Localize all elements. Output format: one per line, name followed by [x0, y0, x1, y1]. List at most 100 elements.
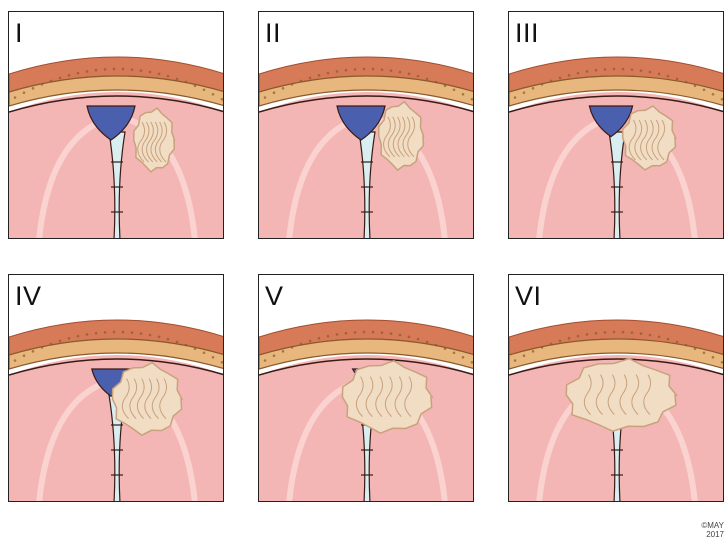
bone-pore [550, 343, 553, 346]
bone-pore [327, 72, 330, 75]
bone-pore [77, 335, 80, 338]
bone-pore [444, 347, 447, 350]
bone-pore [514, 359, 517, 362]
bone-pore [176, 78, 179, 81]
bone-pore [32, 87, 35, 90]
bone-pore [32, 350, 35, 353]
bone-pore [50, 80, 53, 83]
bone-pore [417, 338, 420, 341]
bone-pore [613, 68, 616, 71]
bone-pore [68, 337, 71, 340]
copyright-line-1: ©MAY [684, 521, 724, 530]
panel-stage-4: IV [8, 274, 224, 502]
bone-pore [113, 331, 116, 334]
bone-pore [676, 341, 679, 344]
bone-pore [149, 71, 152, 74]
bone-pore [318, 74, 321, 77]
bone-pore [541, 83, 544, 86]
bone-pore [676, 78, 679, 81]
bone-pore [453, 351, 456, 354]
bone-pore [68, 74, 71, 77]
bone-pore [399, 71, 402, 74]
bone-pore [694, 347, 697, 350]
bone-pore [86, 333, 89, 336]
bone-pore [453, 88, 456, 91]
bone-pore [264, 359, 267, 362]
bone-pore [667, 75, 670, 78]
bone-pore [185, 81, 188, 84]
bone-pore [622, 331, 625, 334]
panel-label: II [265, 20, 281, 47]
bone-pore [640, 332, 643, 335]
bone-pore [354, 68, 357, 71]
bone-pore [649, 334, 652, 337]
bone-pore [113, 68, 116, 71]
bone-pore [23, 91, 26, 94]
bone-pore [95, 69, 98, 72]
bone-pore [104, 68, 107, 71]
bone-pore [622, 68, 625, 71]
bone-pore [390, 69, 393, 72]
bone-pore [658, 336, 661, 339]
bone-pore [41, 346, 44, 349]
bone-pore [523, 91, 526, 94]
bone-pore [345, 69, 348, 72]
meningioma-illustration-1 [9, 12, 224, 239]
panel-stage-5: V [258, 274, 474, 502]
bone-pore [273, 354, 276, 357]
bone-pore [203, 88, 206, 91]
panel-label: IV [15, 283, 42, 310]
bone-pore [158, 73, 161, 76]
bone-pore [381, 68, 384, 71]
bone-pore [550, 80, 553, 83]
bone-pore [703, 351, 706, 354]
bone-pore [613, 331, 616, 334]
bone-pore [532, 87, 535, 90]
bone-pore [122, 331, 125, 334]
bone-pore [41, 83, 44, 86]
bone-pore [300, 343, 303, 346]
bone-pore [640, 69, 643, 72]
bone-pore [363, 331, 366, 334]
bone-pore [131, 331, 134, 334]
bone-pore [291, 346, 294, 349]
bone-pore [649, 71, 652, 74]
bone-pore [685, 81, 688, 84]
bone-pore [462, 356, 465, 359]
bone-pore [140, 332, 143, 335]
panel-stage-3: III [508, 11, 724, 239]
bone-pore [14, 96, 17, 99]
copyright-line-2: 2017 [684, 530, 724, 539]
bone-pore [568, 337, 571, 340]
bone-pore [23, 354, 26, 357]
bone-pore [471, 98, 474, 101]
bone-pore [426, 78, 429, 81]
bone-pore [345, 332, 348, 335]
bone-pore [435, 344, 438, 347]
bone-pore [408, 336, 411, 339]
bone-pore [50, 343, 53, 346]
meningioma-illustration-5 [259, 275, 474, 502]
bone-pore [273, 91, 276, 94]
bone-pore [399, 334, 402, 337]
bone-pore [444, 84, 447, 87]
bone-pore [318, 337, 321, 340]
bone-pore [336, 333, 339, 336]
bone-pore [721, 98, 724, 101]
panel-label: VI [515, 283, 542, 310]
panel-stage-6: VI [508, 274, 724, 502]
bone-pore [541, 346, 544, 349]
bone-pore [631, 331, 634, 334]
bone-pore [158, 336, 161, 339]
bone-pore [604, 331, 607, 334]
bone-pore [300, 80, 303, 83]
bone-pore [104, 331, 107, 334]
bone-pore [577, 335, 580, 338]
bone-pore [514, 96, 517, 99]
bone-pore [327, 335, 330, 338]
bone-pore [95, 332, 98, 335]
bone-pore [586, 333, 589, 336]
panel-stage-2: II [258, 11, 474, 239]
bone-pore [221, 361, 224, 364]
bone-pore [309, 77, 312, 80]
